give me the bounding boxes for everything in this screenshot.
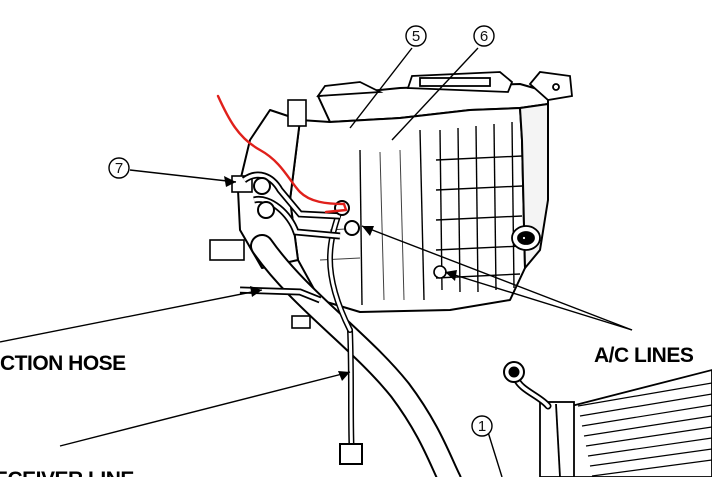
leader-ac-line-lower [444,271,633,331]
red-annotation-arrow [216,94,348,214]
receiver-line [327,207,363,465]
leader-lines [0,47,633,477]
suction-hose-label: CTION HOSE [0,352,126,375]
leader-6 [391,47,479,141]
side-connector [511,225,541,251]
arrowhead-receiver [338,371,350,381]
callout-1-number: 1 [478,418,486,435]
callout-1: 1 [471,415,493,437]
callout-6-number: 6 [480,28,488,45]
suction-hose [250,234,462,477]
housing-tabs [209,99,447,329]
arrowhead-ac-lower [445,270,457,281]
leader-1 [487,431,503,477]
arrowheads [224,176,457,381]
receiver-line-label: ECEIVER LINE [0,468,134,477]
leader-7 [129,169,237,183]
arrowhead-ac-upper [362,226,374,236]
housing-top-ducts [316,71,573,101]
callout-5: 5 [405,25,427,47]
housing-grille [359,121,523,306]
leader-ac-line-upper [361,225,633,331]
condenser [539,369,712,477]
condenser-pipe [503,361,552,410]
callout-5-number: 5 [412,28,420,45]
arrowhead-suction [250,286,262,297]
callout-6: 6 [473,25,495,47]
arrowhead-7 [224,176,236,187]
leader-suction-hose [0,289,263,343]
callout-7: 7 [108,157,130,179]
ac-lines-label: A/C LINES [594,344,694,367]
callout-7-number: 7 [115,160,123,177]
leader-receiver-line [59,371,351,447]
leader-5 [349,47,413,129]
